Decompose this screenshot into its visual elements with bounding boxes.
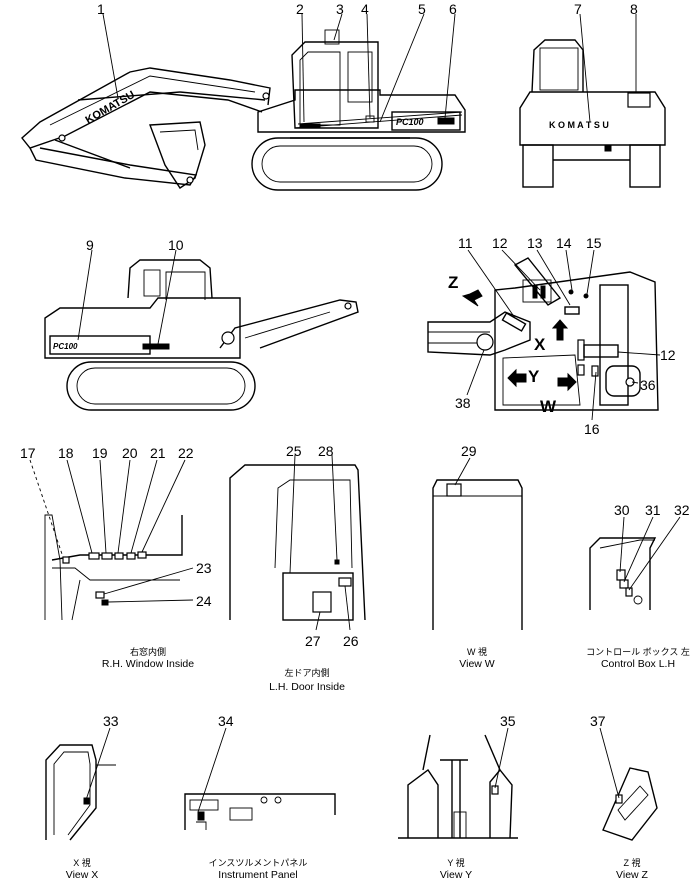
view-captions: 右窓内側 R.H. Window Inside 左ドア内側 L.H. Door … [66,646,690,881]
callout-14: 14 [556,235,572,251]
komatsu-boom-lettering: KOMATSU [84,89,137,127]
rh-window-inside-view [44,514,183,621]
callout-33: 33 [103,713,119,729]
caption-view-z-en: View Z [616,869,648,881]
callout-26: 26 [343,633,359,649]
leader-lines-view-z [599,727,620,799]
komatsu-rear-lettering: K O M A T S U [549,120,609,130]
callout-18: 18 [58,445,74,461]
callout-6: 6 [449,1,457,17]
caption-rh-window-en: R.H. Window Inside [102,658,194,670]
leader-lines-rear-view [579,13,637,123]
callout-25: 25 [286,443,302,459]
excavator-top-view: Z X Y W [427,257,659,416]
leader-lines-left-view [77,249,177,345]
callout-13: 13 [527,235,543,251]
model-number-label-left: PC100 [53,342,78,351]
excavator-right-side-view: PC100 KOMATSU [21,29,466,191]
callout-23: 23 [196,560,212,576]
callout-7: 7 [574,1,582,17]
view-w-panel [432,479,523,630]
callout-16: 16 [584,421,600,437]
caption-view-z-jp: Z 視 [624,857,641,868]
view-z-panel [602,767,658,841]
leader-lines-view-x [85,727,111,801]
callout-35: 35 [500,713,516,729]
callout-20: 20 [122,445,138,461]
caption-control-box-en: Control Box L.H [601,658,675,670]
caption-lh-door-en: L.H. Door Inside [269,681,345,693]
caption-view-w-jp: W 視 [467,646,487,657]
callout-29: 29 [461,443,477,459]
callout-10: 10 [168,237,184,253]
view-y-letter: Y [528,367,540,386]
excavator-left-side-view: PC100 [44,259,359,411]
callout-12-side: 12 [660,347,676,363]
control-box-lh-view [589,537,657,610]
excavator-rear-view: K O M A T S U [519,39,666,188]
callout-27: 27 [305,633,321,649]
caption-view-x-en: View X [66,869,99,881]
leader-lines-control-box [619,516,681,591]
callout-22: 22 [178,445,194,461]
model-number-label-right: PC100 [396,117,424,127]
callout-15: 15 [586,235,602,251]
callout-28: 28 [318,443,334,459]
view-x-panel [45,744,116,841]
caption-view-y-jp: Y 視 [447,857,464,868]
caption-control-box-jp: コントロール ボックス 左 [586,646,690,657]
caption-rh-window-jp: 右窓内側 [130,646,166,657]
callout-32: 32 [674,502,690,518]
callout-11: 11 [458,235,473,251]
leader-lines-view-y [494,727,509,789]
leader-lines-lh-door [289,454,351,631]
view-z-letter: Z [448,273,458,292]
callout-31: 31 [645,502,661,518]
leader-lines-right-view [102,13,456,123]
lh-door-inside-view [229,464,366,621]
view-w-letter: W [540,397,557,416]
callout-2: 2 [296,1,304,17]
leader-lines-view-w [454,457,471,486]
callout-1: 1 [97,1,105,17]
leader-lines-top-view [466,249,661,421]
caption-view-y-en: View Y [440,869,472,881]
callout-17: 17 [20,445,36,461]
callout-3: 3 [336,1,344,17]
caption-view-x-jp: X 視 [73,857,91,868]
callout-5: 5 [418,1,426,17]
callout-8: 8 [630,1,638,17]
callout-4: 4 [361,1,369,17]
callout-19: 19 [92,445,108,461]
callout-34: 34 [218,713,234,729]
callout-36: 36 [640,377,656,393]
callout-30: 30 [614,502,630,518]
callout-24: 24 [196,593,212,609]
caption-lh-door-jp: 左ドア内側 [284,667,329,678]
leader-lines-rh-window [29,459,194,603]
leader-lines-instrument [197,727,227,813]
callout-37: 37 [590,713,606,729]
view-x-letter: X [534,335,546,354]
callout-numbers: 1 2 3 4 5 6 7 8 9 10 11 12 13 14 15 12 3… [20,1,690,729]
instrument-panel-view [184,793,336,830]
caption-instrument-jp: インスツルメントパネル [209,858,308,868]
callout-9: 9 [86,237,94,253]
callout-12-top: 12 [492,235,508,251]
caption-instrument-en: Instrument Panel [218,869,297,881]
caption-view-w-en: View W [459,658,494,670]
view-y-panel [398,734,518,839]
callout-21: 21 [150,445,166,461]
callout-38: 38 [455,395,471,411]
